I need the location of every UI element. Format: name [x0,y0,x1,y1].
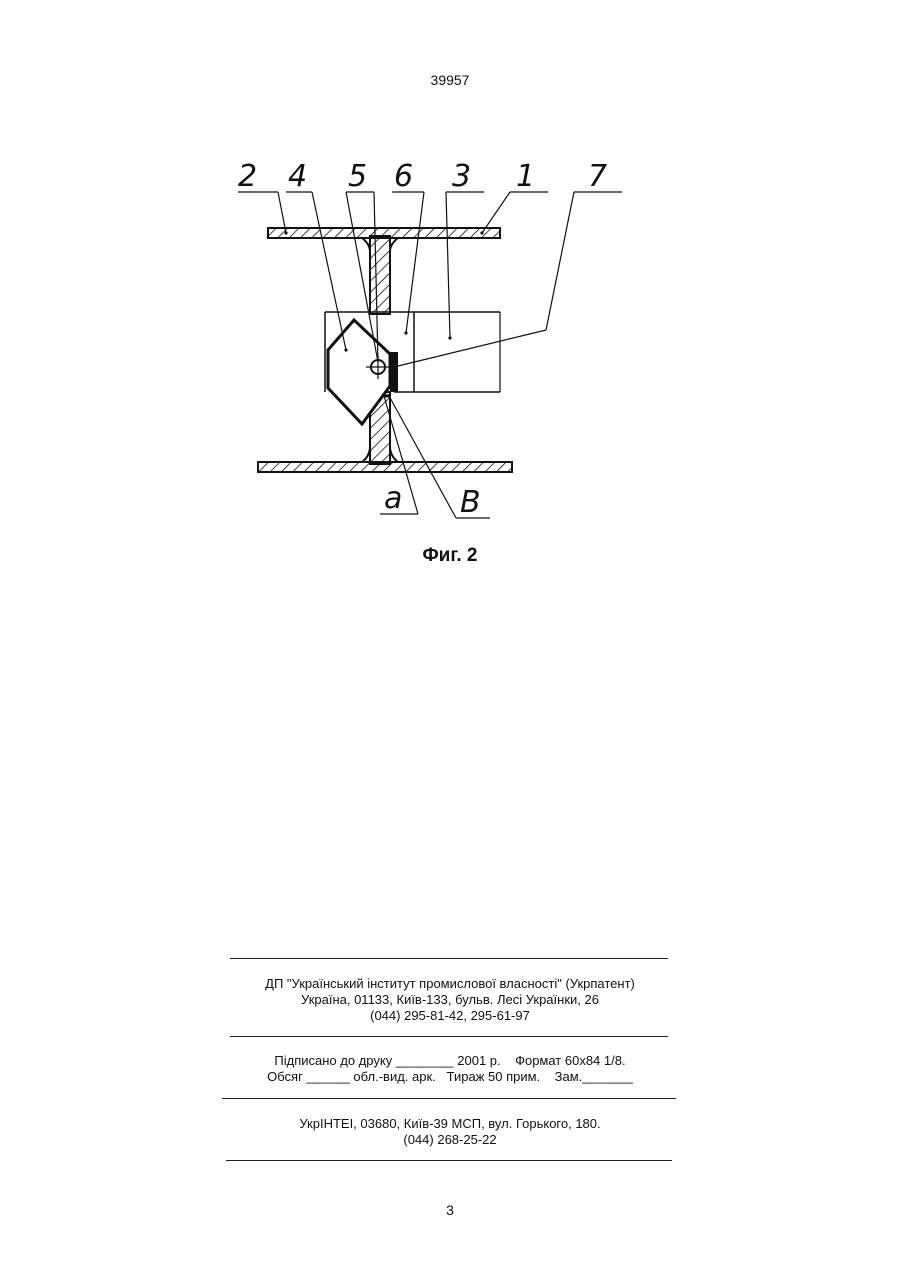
print-info: Підписано до друку ________ 2001 р. Форм… [0,1053,900,1085]
label-6: 6 [394,159,413,194]
printer-address: УкрІНТЕІ, 03680, Київ-39 МСП, вул. Горьк… [0,1116,900,1132]
divider-3 [222,1098,676,1099]
print-signed-line: Підписано до друку ________ 2001 р. Форм… [0,1053,900,1069]
print-volume-line: Обсяг ______ обл.-вид. арк. Тираж 50 при… [0,1069,900,1085]
label-1: 1 [516,159,535,194]
top-rib [370,236,390,314]
divider-2 [230,1036,668,1037]
technical-drawing: 2 4 5 6 3 1 7 a B [228,140,678,530]
label-4: 4 [288,159,307,194]
printer-info: УкрІНТЕІ, 03680, Київ-39 МСП, вул. Горьк… [0,1116,900,1148]
label-b: B [460,485,481,520]
label-3: 3 [452,159,471,194]
plate-element [390,352,398,392]
label-7: 7 [588,159,607,194]
printer-phone: (044) 268-25-22 [0,1132,900,1148]
figure-caption: Фиг. 2 [0,545,900,567]
publisher-address: Україна, 01133, Київ-133, бульв. Лесі Ук… [0,992,900,1008]
publisher-phone: (044) 295-81-42, 295-61-97 [0,1008,900,1024]
publisher-name: ДП "Український інститут промислової вла… [0,976,900,992]
patent-number: 39957 [0,72,900,88]
publisher-info: ДП "Український інститут промислової вла… [0,976,900,1024]
label-a: a [384,481,402,516]
label-5: 5 [348,159,367,194]
divider-1 [230,958,668,959]
divider-4 [226,1160,672,1161]
page-number: 3 [0,1202,900,1218]
label-2: 2 [238,159,257,194]
